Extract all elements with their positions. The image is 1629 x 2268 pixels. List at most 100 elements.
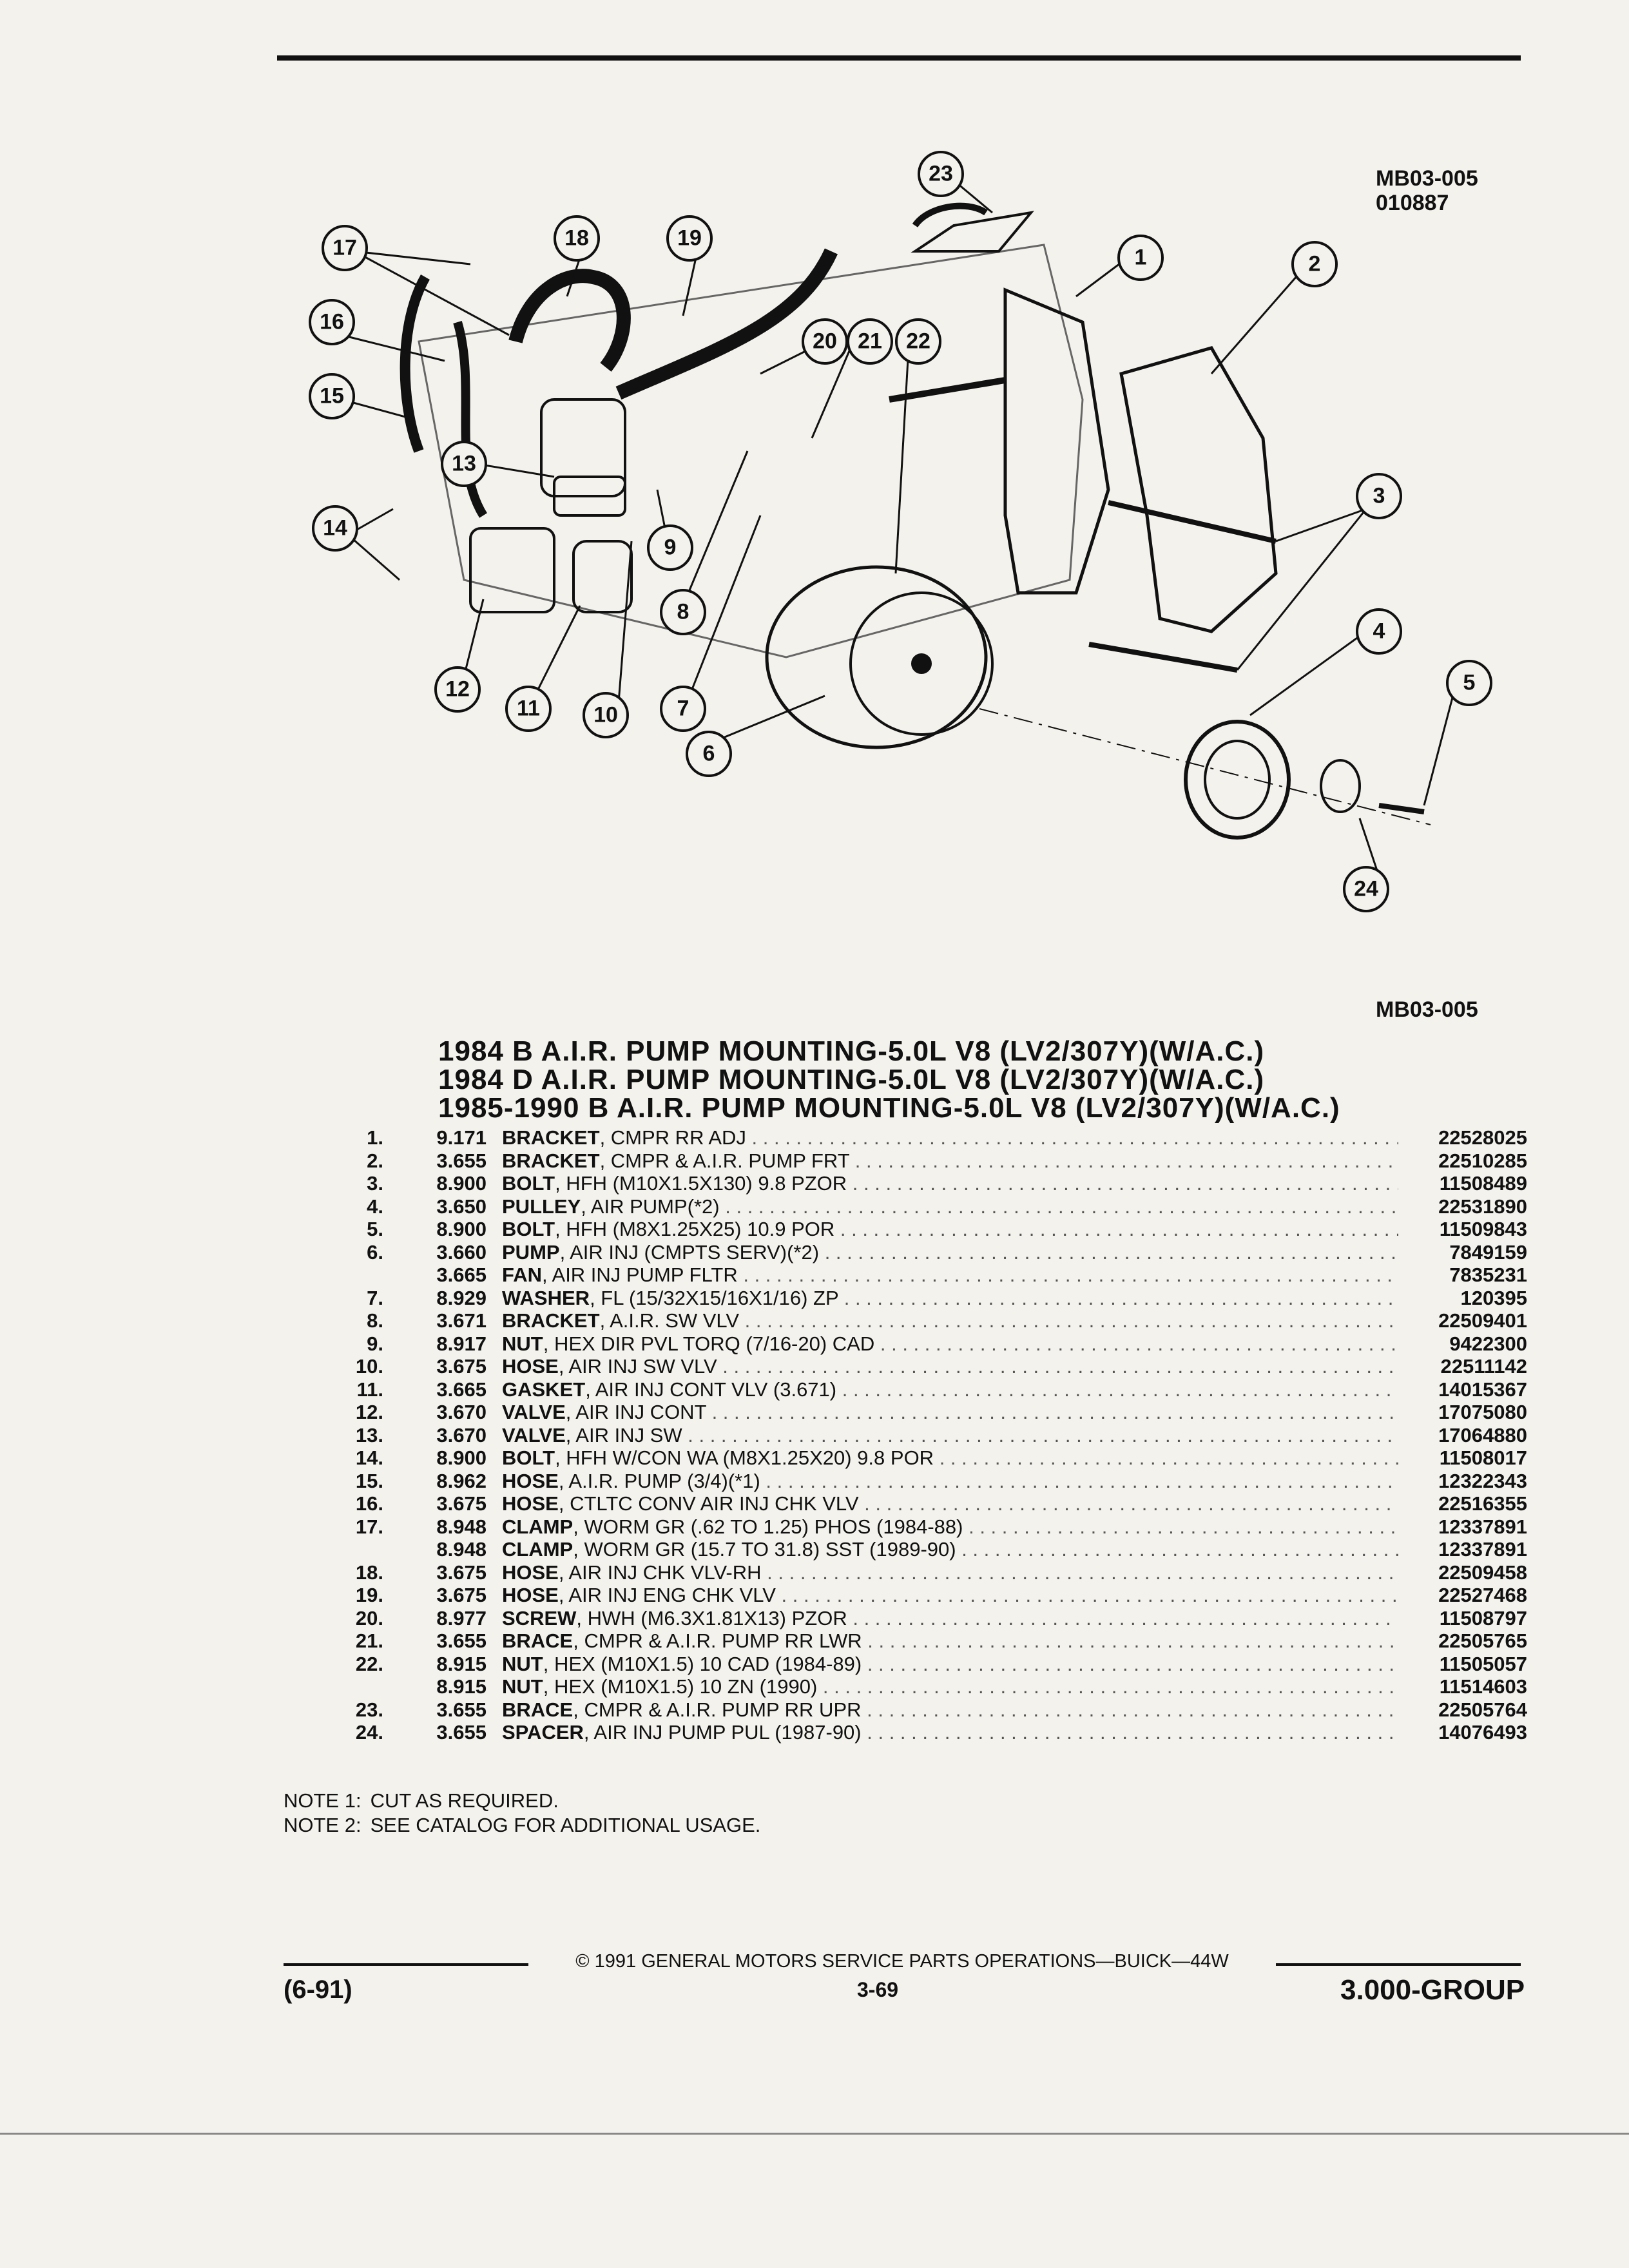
part-detail: , A.I.R. PUMP (3/4)(*1) xyxy=(558,1469,760,1492)
part-description: BRACKET, CMPR RR ADJ xyxy=(502,1126,1398,1149)
callout-1: 1 xyxy=(1134,245,1147,270)
part-code: 8.900 xyxy=(436,1172,487,1195)
part-name: HOSE xyxy=(502,1584,559,1606)
part-description: SPACER, AIR INJ PUMP PUL (1987-90) xyxy=(502,1721,1398,1744)
part-code: 3.675 xyxy=(436,1492,487,1515)
part-name: FAN xyxy=(502,1264,542,1286)
part-code: 3.660 xyxy=(436,1240,487,1264)
part-detail: , AIR INJ PUMP FLTR xyxy=(542,1264,738,1286)
part-description: HOSE, AIR INJ ENG CHK VLV xyxy=(502,1584,1398,1607)
group-label: 3.000-GROUP xyxy=(1340,1974,1525,2006)
top-rule xyxy=(277,55,1521,61)
part-code: 3.675 xyxy=(436,1561,487,1584)
callout-3: 3 xyxy=(1373,483,1385,508)
part-detail: , HFH (M8X1.25X25) 10.9 POR xyxy=(555,1218,835,1240)
callout-9: 9 xyxy=(664,535,677,560)
part-catalog-number: 22531890 xyxy=(1438,1195,1527,1218)
part-detail: , HEX (M10X1.5) 10 ZN (1990) xyxy=(543,1675,818,1698)
part-code: 8.900 xyxy=(436,1218,487,1240)
part-name: BRACKET xyxy=(502,1126,600,1149)
callout-17: 17 xyxy=(333,235,357,260)
part-number: 21. xyxy=(355,1629,383,1652)
part-catalog-number: 17075080 xyxy=(1438,1401,1527,1423)
part-name: BOLT xyxy=(502,1172,555,1195)
figure-id-bottom: MB03-005 xyxy=(1376,997,1478,1022)
part-name: BRACKET xyxy=(502,1149,600,1172)
callout-16: 16 xyxy=(320,309,344,334)
part-code: 8.900 xyxy=(436,1446,487,1469)
callout-labels: 23 1 2 3 4 5 24 6 7 8 9 10 11 12 13 14 1… xyxy=(271,129,1495,954)
callout-20: 20 xyxy=(813,329,837,354)
callout-19: 19 xyxy=(677,226,702,251)
part-catalog-number: 11508797 xyxy=(1439,1606,1527,1629)
callout-23: 23 xyxy=(929,161,953,186)
part-catalog-number: 12337891 xyxy=(1438,1515,1527,1538)
part-description: BRACE, CMPR & A.I.R. PUMP RR UPR xyxy=(502,1698,1398,1722)
part-code: 3.665 xyxy=(436,1378,487,1401)
part-catalog-number: 11514603 xyxy=(1439,1675,1527,1698)
part-catalog-number: 22505764 xyxy=(1438,1698,1527,1721)
part-catalog-number: 22509458 xyxy=(1438,1561,1527,1584)
part-description: VALVE, AIR INJ CONT xyxy=(502,1401,1398,1424)
part-catalog-number: 22509401 xyxy=(1438,1309,1527,1332)
part-detail: , AIR INJ CONT VLV (3.671) xyxy=(585,1378,837,1401)
callout-24: 24 xyxy=(1354,876,1378,901)
callout-7: 7 xyxy=(677,696,689,721)
part-number: 23. xyxy=(355,1698,383,1721)
callout-5: 5 xyxy=(1463,670,1476,695)
part-name: BRACE xyxy=(502,1629,574,1652)
part-detail: , CMPR & A.I.R. PUMP FRT xyxy=(599,1149,850,1172)
part-number: 20. xyxy=(355,1606,383,1629)
figure-id-block: MB03-005 010887 xyxy=(1376,166,1478,215)
part-detail: , HFH W/CON WA (M8X1.25X20) 9.8 POR xyxy=(555,1446,934,1469)
part-description: PUMP, AIR INJ (CMPTS SERV)(*2) xyxy=(502,1241,1398,1264)
part-name: GASKET xyxy=(502,1378,586,1401)
part-catalog-number: 11509843 xyxy=(1439,1218,1527,1240)
part-row: 3.665 FAN, AIR INJ PUMP FLTR 7835231 xyxy=(335,1264,1527,1287)
callout-11: 11 xyxy=(517,696,540,721)
part-detail: , AIR INJ SW VLV xyxy=(558,1355,717,1378)
part-catalog-number: 7835231 xyxy=(1449,1264,1527,1286)
part-detail: , HEX DIR PVL TORQ (7/16-20) CAD xyxy=(543,1332,875,1355)
part-description: PULLEY, AIR PUMP(*2) xyxy=(502,1195,1398,1218)
callout-14: 14 xyxy=(323,515,347,541)
part-description: NUT, HEX (M10X1.5) 10 CAD (1984-89) xyxy=(502,1653,1398,1676)
callout-6: 6 xyxy=(702,741,715,766)
part-catalog-number: 14015367 xyxy=(1438,1378,1527,1401)
part-code: 3.665 xyxy=(436,1264,487,1286)
part-code: 3.655 xyxy=(436,1629,487,1652)
part-number: 16. xyxy=(355,1492,383,1515)
part-description: WASHER, FL (15/32X15/16X1/16) ZP xyxy=(502,1287,1398,1310)
part-description: HOSE, AIR INJ CHK VLV-RH xyxy=(502,1561,1398,1584)
part-catalog-number: 11505057 xyxy=(1439,1652,1527,1675)
part-catalog-number: 12322343 xyxy=(1438,1469,1527,1492)
part-description: VALVE, AIR INJ SW xyxy=(502,1424,1398,1447)
section-title: 1985-1990 B A.I.R. PUMP MOUNTING-5.0L V8… xyxy=(438,1092,1340,1124)
part-number: 3. xyxy=(367,1172,383,1195)
part-name: NUT xyxy=(502,1332,543,1355)
callout-21: 21 xyxy=(858,329,882,354)
part-detail: , AIR INJ (CMPTS SERV)(*2) xyxy=(559,1240,820,1264)
part-code: 3.655 xyxy=(436,1149,487,1172)
part-catalog-number: 7849159 xyxy=(1449,1240,1527,1264)
part-catalog-number: 22511142 xyxy=(1440,1355,1527,1378)
callout-13: 13 xyxy=(452,451,476,476)
part-name: VALVE xyxy=(502,1423,566,1446)
part-code: 8.977 xyxy=(436,1606,487,1629)
part-number: 9. xyxy=(367,1332,383,1355)
part-catalog-number: 22510285 xyxy=(1438,1149,1527,1172)
part-detail: , AIR INJ CHK VLV-RH xyxy=(558,1561,762,1584)
callout-10: 10 xyxy=(593,702,618,727)
part-number: 1. xyxy=(367,1126,383,1149)
note-label: NOTE 1: xyxy=(284,1789,361,1812)
